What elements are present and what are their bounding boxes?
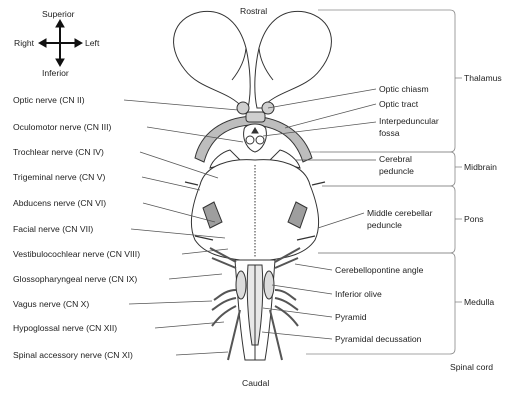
spinal-cord-region-label: Spinal cord — [450, 362, 493, 372]
superior-label: Superior — [42, 9, 74, 19]
spinal-accessory-nerve-label: Spinal accessory nerve (CN XI) — [13, 350, 133, 360]
caudal-label: Caudal — [242, 378, 269, 388]
middle-cerebellar-label-line2: peduncle — [367, 220, 402, 230]
optic-tract-label: Optic tract — [379, 99, 418, 109]
facial-nerve-label: Facial nerve (CN VII) — [13, 224, 93, 234]
abducens-nerve-label: Abducens nerve (CN VI) — [13, 198, 106, 208]
optic-chiasm-label: Optic chiasm — [379, 84, 429, 94]
interpeduncular-label-line1: Interpeduncular — [379, 116, 439, 126]
interpeduncular-label-line2: fossa — [379, 128, 400, 138]
region-brackets — [306, 10, 462, 354]
vestibulocochlear-nerve-label: Vestibulocochlear nerve (CN VIII) — [13, 249, 140, 259]
pyramid-label: Pyramid — [335, 312, 367, 322]
pons-region-label: Pons — [464, 214, 484, 224]
medulla-shape — [235, 260, 275, 360]
left-label: Left — [85, 38, 99, 48]
midbrain-region-label: Midbrain — [464, 162, 497, 172]
cerebral-peduncle-label-line2: peduncle — [379, 166, 414, 176]
right-label: Right — [14, 38, 34, 48]
trigeminal-nerve-label: Trigeminal nerve (CN V) — [13, 172, 105, 182]
pyramidal-decussation-label: Pyramidal decussation — [335, 334, 421, 344]
thalamus-region-label: Thalamus — [464, 73, 502, 83]
middle-cerebellar-label-line1: Middle cerebellar — [367, 208, 432, 218]
inferior-olive-label: Inferior olive — [335, 289, 382, 299]
rostral-label: Rostral — [240, 6, 267, 16]
cerebellopontine-angle-label: Cerebellopontine angle — [335, 265, 423, 275]
hypoglossal-nerve-label: Hypoglossal nerve (CN XII) — [13, 323, 117, 333]
cerebral-peduncle-label-line1: Cerebral — [379, 154, 412, 164]
optic-nerve-label: Optic nerve (CN II) — [13, 95, 85, 105]
glossopharyngeal-nerve-label: Glossopharyngeal nerve (CN IX) — [13, 274, 137, 284]
vagus-nerve-label: Vagus nerve (CN X) — [13, 299, 89, 309]
pons-shape — [191, 160, 318, 260]
inferior-label: Inferior — [42, 68, 69, 78]
interpeduncular-shape — [244, 124, 267, 152]
trochlear-nerve-label: Trochlear nerve (CN IV) — [13, 147, 104, 157]
oculomotor-nerve-label: Oculomotor nerve (CN III) — [13, 122, 111, 132]
thalamus-shape — [174, 11, 332, 108]
medulla-region-label: Medulla — [464, 297, 494, 307]
orientation-cross — [39, 20, 82, 66]
